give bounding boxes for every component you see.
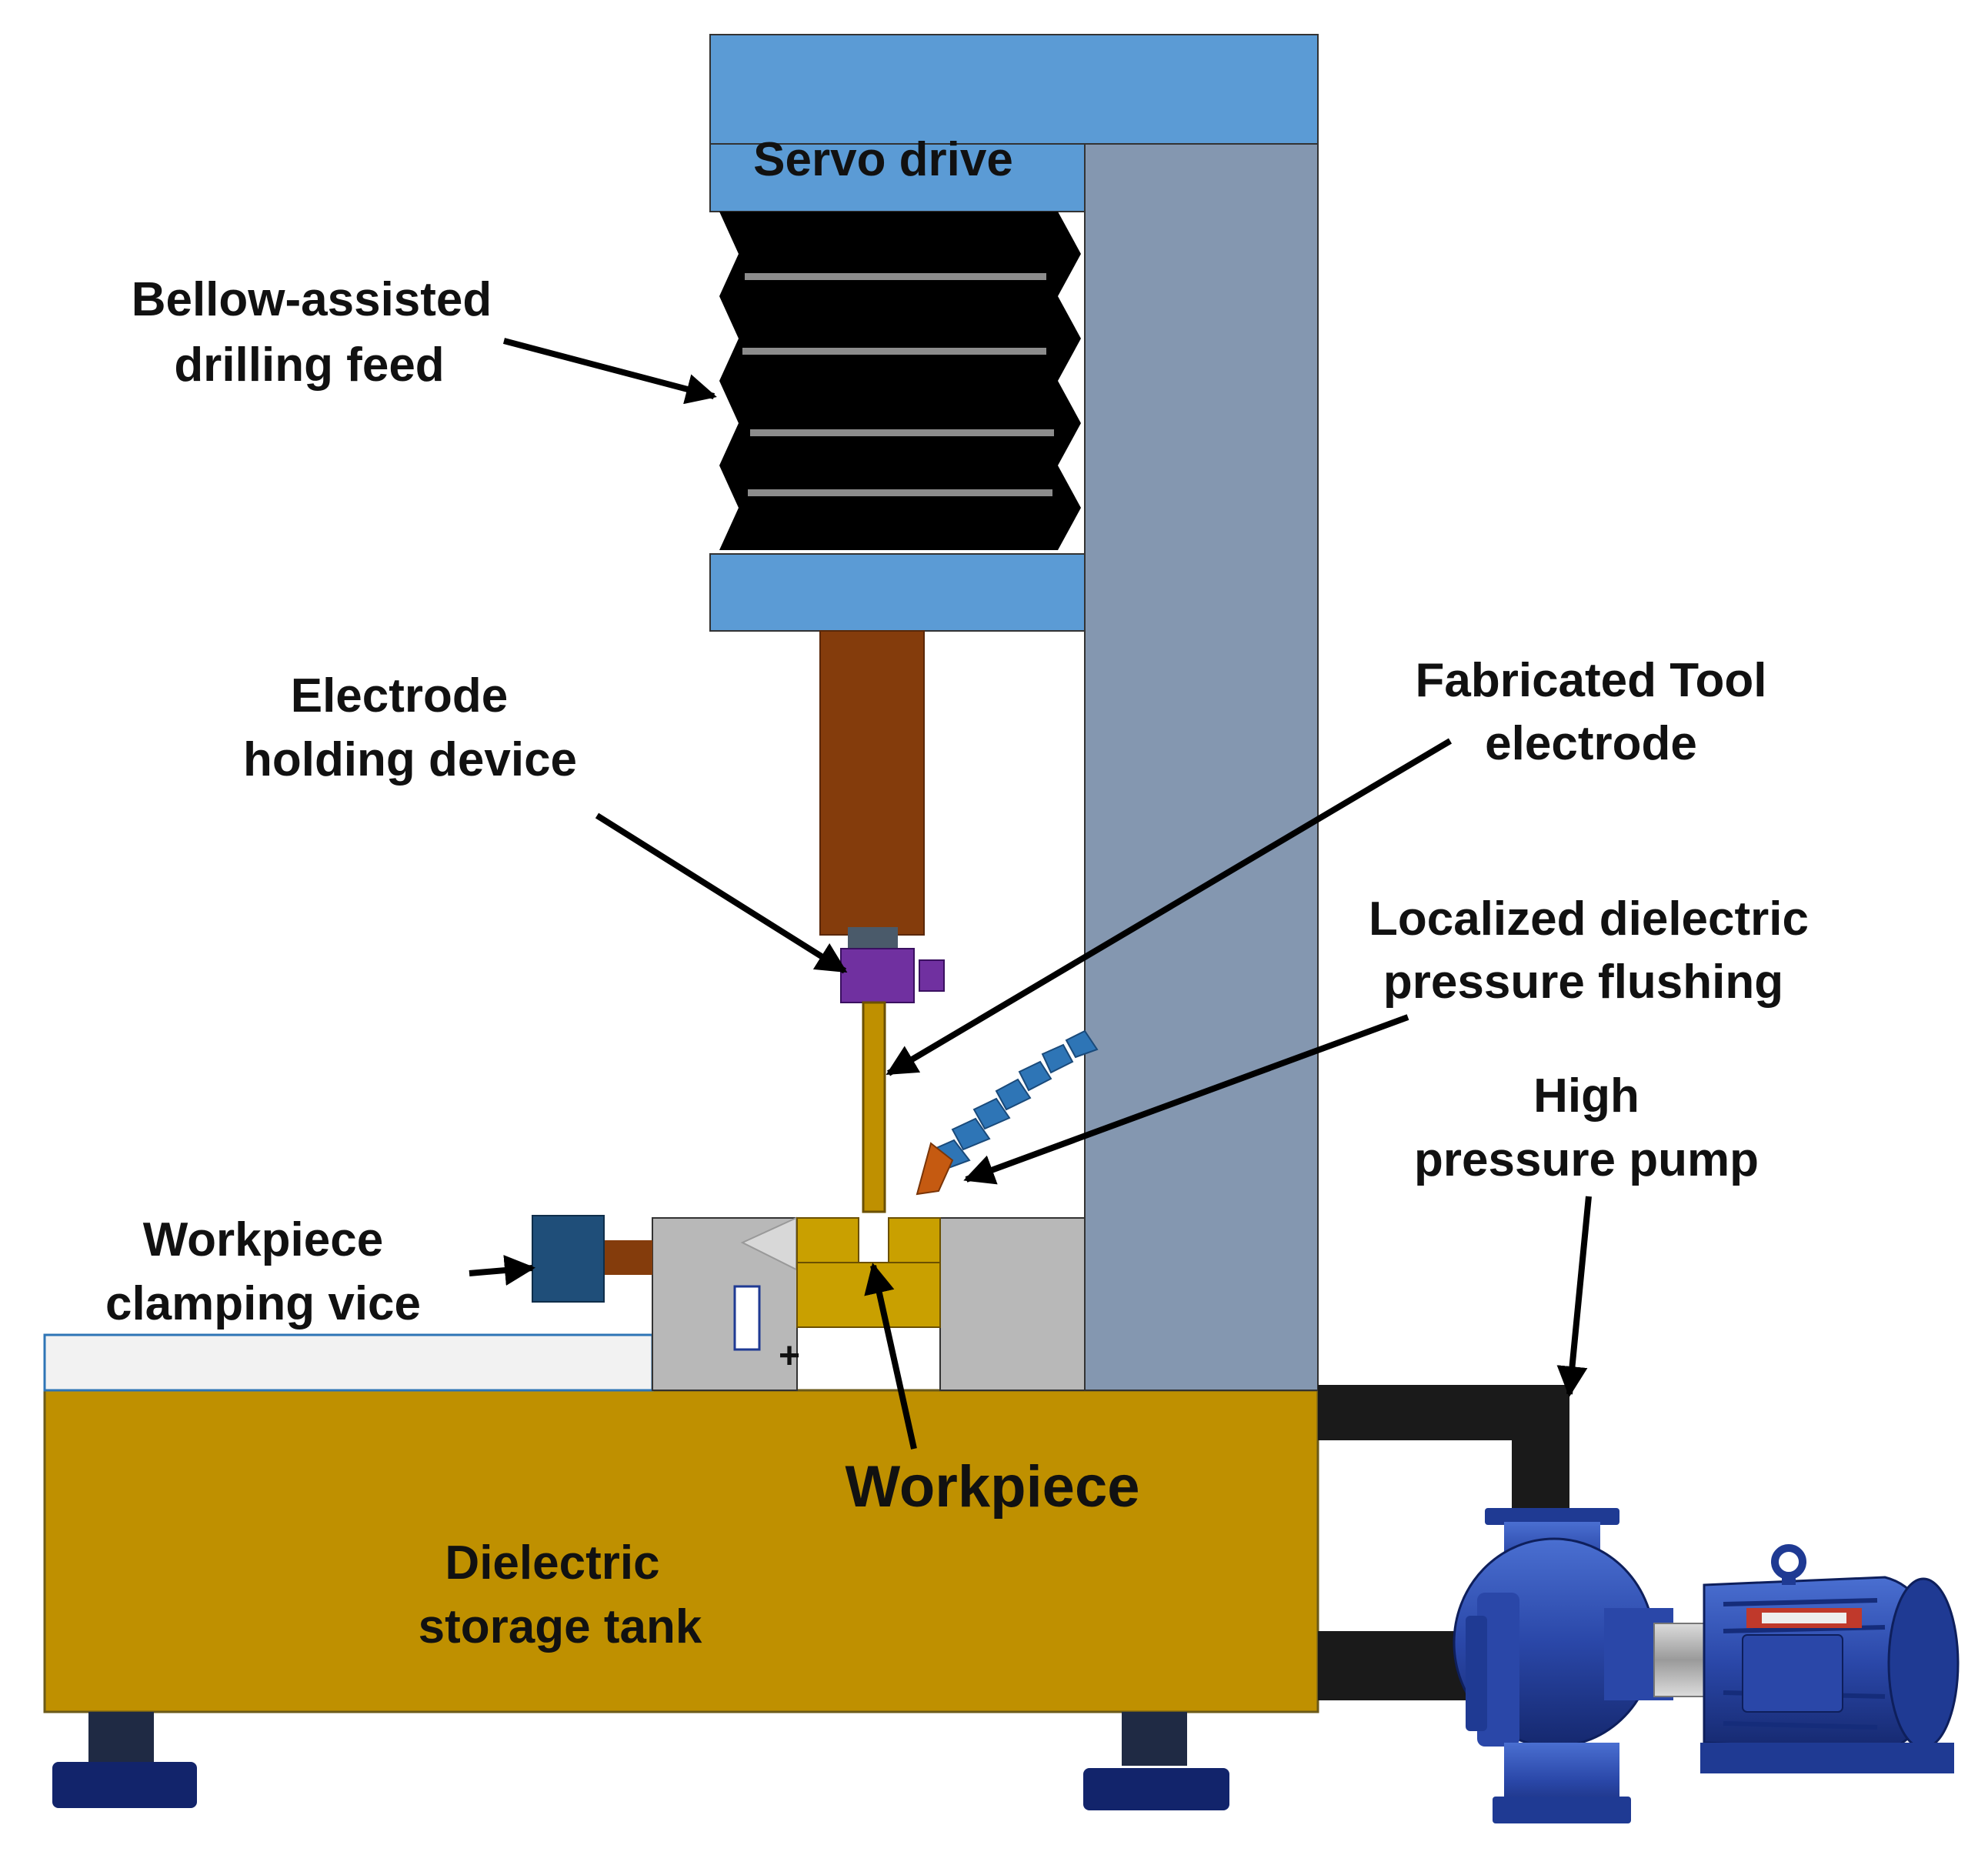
label-pump-line2: pressure pump <box>1414 1133 1759 1186</box>
servo-drive-plate <box>709 143 1086 212</box>
tool-electrode <box>862 1001 886 1213</box>
label-servo-drive: Servo drive <box>753 133 1013 186</box>
ram <box>819 630 925 936</box>
leader-arrows <box>469 338 1592 1450</box>
machine-foot-right <box>1083 1712 1229 1810</box>
label-workpiece: Workpiece <box>846 1454 1140 1520</box>
pump-image <box>1453 1508 1960 1823</box>
flushing-nozzle <box>916 1029 1099 1196</box>
label-electrode-holder-line2: holding device <box>243 733 577 786</box>
machine-column <box>1084 142 1319 1391</box>
dielectric-tank <box>43 1389 1319 1713</box>
label-tank-line2: storage tank <box>419 1600 702 1653</box>
label-tool-electrode-line2: electrode <box>1485 717 1697 770</box>
top-frame <box>709 34 1319 145</box>
label-flushing-line1: Localized dielectric <box>1369 892 1809 946</box>
bellow-bottom-plate <box>709 553 1086 632</box>
label-bellow-line2: drilling feed <box>174 339 444 392</box>
label-tool-electrode-line1: Fabricated Tool <box>1415 654 1766 707</box>
dielectric-pipes <box>1318 1385 1569 1700</box>
label-vice-line1: Workpiece <box>143 1213 383 1266</box>
electrode-holder <box>840 927 945 1003</box>
workpiece <box>796 1217 941 1328</box>
label-tank-line1: Dielectric <box>445 1536 659 1590</box>
bellow-assembly <box>719 212 1081 550</box>
polarity-plus-mark: + <box>779 1336 800 1376</box>
machine-foot-left <box>52 1712 197 1808</box>
label-vice-line2: clamping vice <box>105 1277 421 1330</box>
label-flushing-line2: pressure flushing <box>1383 956 1783 1009</box>
machine-table <box>43 1333 654 1392</box>
label-electrode-holder-line1: Electrode <box>291 669 509 722</box>
label-pump-line1: High <box>1533 1069 1639 1123</box>
label-bellow-line1: Bellow-assisted <box>132 273 492 326</box>
